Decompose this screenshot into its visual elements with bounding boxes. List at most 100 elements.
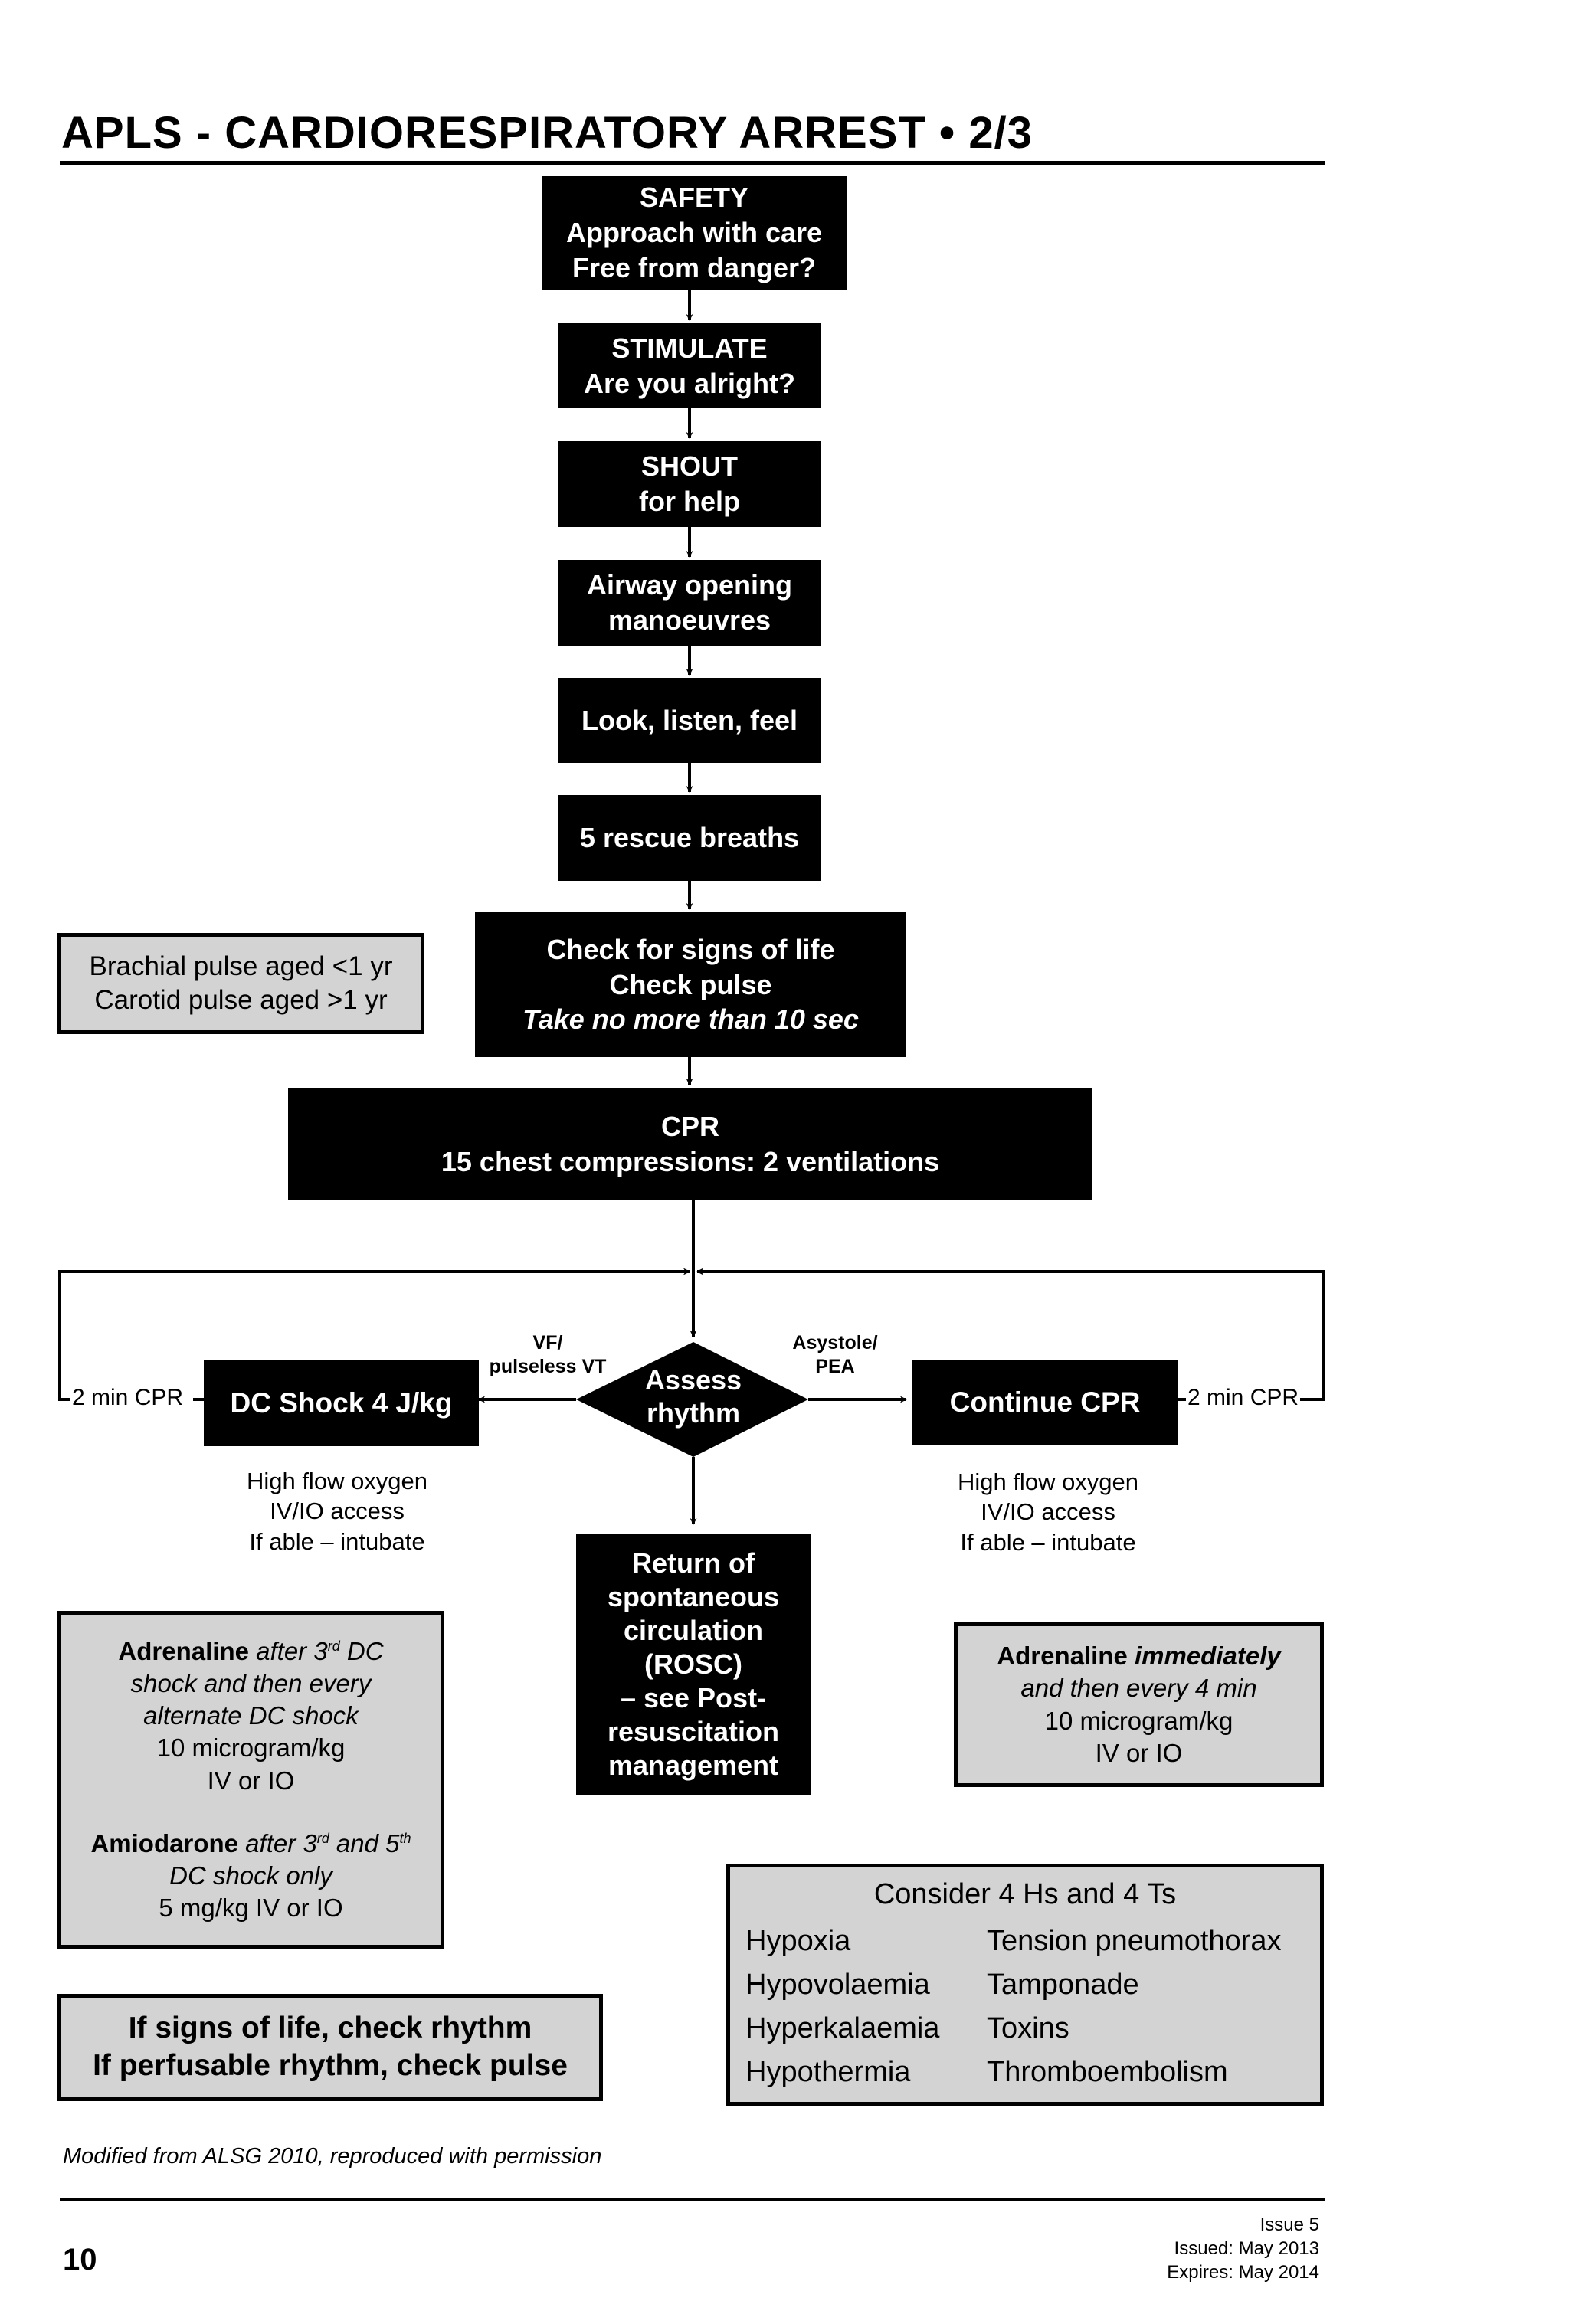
issued-date: Issued: May 2013 bbox=[1174, 2238, 1319, 2260]
adrenaline-left-dc: DC bbox=[339, 1636, 384, 1665]
amiodarone-sup-2: th bbox=[399, 1830, 411, 1846]
adrenaline-right-immediately: immediately bbox=[1127, 1642, 1281, 1671]
shout-box: SHOUT for help bbox=[558, 441, 821, 527]
rosc-line-2: spontaneous bbox=[607, 1581, 779, 1613]
adrenaline-right-name: Adrenaline bbox=[997, 1642, 1128, 1671]
left-note-2: IV/IO access bbox=[270, 1498, 405, 1525]
rosc-line-6: resuscitation bbox=[607, 1715, 780, 1747]
h-item-4: Hypothermia bbox=[745, 2056, 911, 2088]
issue-info: Issue 5 Issued: May 2013 Expires: May 20… bbox=[1073, 2213, 1319, 2285]
safety-heading: SAFETY bbox=[639, 182, 748, 214]
rosc-line-3: circulation bbox=[623, 1615, 764, 1647]
right-notes: High flow oxygen IV/IO access If able – … bbox=[895, 1467, 1201, 1557]
pulse-line-1: Brachial pulse aged <1 yr bbox=[89, 951, 393, 982]
look-listen-feel-text: Look, listen, feel bbox=[581, 704, 798, 736]
safety-line-2: Approach with care bbox=[565, 217, 823, 249]
signs-line-3: Take no more than 10 sec bbox=[522, 1003, 859, 1036]
right-drugs-box: Adrenaline immediately and then every 4 … bbox=[954, 1622, 1324, 1787]
adrenaline-right-line-2: and then every 4 min bbox=[1020, 1674, 1257, 1703]
signs-line-2: Check pulse bbox=[609, 968, 772, 1000]
cpr-heading: CPR bbox=[660, 1110, 719, 1142]
adrenaline-right-route: IV or IO bbox=[1095, 1738, 1183, 1767]
asystole-line-1: Asystole/ bbox=[792, 1332, 878, 1353]
h-item-2: Hypovolaemia bbox=[745, 1969, 930, 2001]
rescue-breaths-box: 5 rescue breaths bbox=[558, 795, 821, 881]
vf-line-1: VF/ bbox=[532, 1332, 563, 1353]
continue-cpr-box: Continue CPR bbox=[912, 1360, 1178, 1445]
rescue-breaths-text: 5 rescue breaths bbox=[579, 822, 800, 854]
continue-cpr-text: Continue CPR bbox=[949, 1386, 1141, 1418]
page-number: 10 bbox=[63, 2243, 97, 2277]
rosc-line-4: (ROSC) bbox=[644, 1648, 742, 1681]
look-listen-feel-box: Look, listen, feel bbox=[558, 678, 821, 763]
adrenaline-left-line-3: alternate DC shock bbox=[143, 1701, 359, 1730]
ts-list: Tension pneumothorax Tamponade Toxins Th… bbox=[987, 1920, 1281, 2094]
title-rule bbox=[60, 161, 1325, 165]
hs-ts-title: Consider 4 Hs and 4 Ts bbox=[873, 1878, 1177, 1910]
t-item-1: Tension pneumothorax bbox=[987, 1925, 1282, 1957]
t-item-2: Tamponade bbox=[987, 1969, 1139, 2001]
left-drugs-box: Adrenaline after 3rd DC shock and then e… bbox=[57, 1611, 444, 1949]
amiodarone-and: and 5 bbox=[329, 1828, 400, 1858]
adrenaline-left-dose: 10 microgram/kg bbox=[156, 1733, 346, 1763]
hs-list: Hypoxia Hypovolaemia Hyperkalaemia Hypot… bbox=[745, 1920, 939, 2094]
adrenaline-left-route: IV or IO bbox=[207, 1766, 295, 1795]
airway-line-2: manoeuvres bbox=[608, 604, 771, 636]
cpr-box: CPR 15 chest compressions: 2 ventilation… bbox=[288, 1088, 1092, 1200]
amiodarone-dose: 5 mg/kg IV or IO bbox=[159, 1894, 343, 1923]
right-note-1: High flow oxygen bbox=[957, 1468, 1139, 1495]
t-item-4: Thromboembolism bbox=[987, 2056, 1228, 2088]
adrenaline-left-name: Adrenaline bbox=[118, 1636, 249, 1665]
shout-heading: SHOUT bbox=[641, 450, 738, 483]
dc-shock-text: DC Shock 4 J/kg bbox=[230, 1386, 453, 1419]
stimulate-line-2: Are you alright? bbox=[583, 367, 796, 399]
rosc-box: Return of spontaneous circulation (ROSC)… bbox=[576, 1534, 811, 1795]
cpr-ratio: 15 chest compressions: 2 ventilations bbox=[441, 1145, 940, 1177]
amiodarone-after: after 3 bbox=[238, 1828, 317, 1858]
stimulate-box: STIMULATE Are you alright? bbox=[558, 323, 821, 408]
check-rhythm-line-2: If perfusable rhythm, check pulse bbox=[93, 2049, 568, 2082]
t-item-3: Toxins bbox=[987, 2012, 1069, 2044]
pulse-line-2: Carotid pulse aged >1 yr bbox=[94, 985, 388, 1015]
adrenaline-left-after: after 3 bbox=[248, 1636, 328, 1665]
left-note-1: High flow oxygen bbox=[246, 1468, 428, 1494]
page-title: APLS - CARDIORESPIRATORY ARREST • 2/3 bbox=[61, 108, 1033, 158]
signs-line-1: Check for signs of life bbox=[546, 933, 835, 965]
right-note-2: IV/IO access bbox=[981, 1498, 1115, 1526]
right-note-3: If able – intubate bbox=[960, 1528, 1136, 1556]
asystole-line-2: PEA bbox=[815, 1356, 855, 1378]
asystole-label: Asystole/ PEA bbox=[774, 1331, 896, 1380]
safety-box: SAFETY Approach with care Free from dang… bbox=[542, 176, 847, 290]
assess-line-1: Assess bbox=[644, 1364, 742, 1396]
dc-shock-box: DC Shock 4 J/kg bbox=[204, 1360, 479, 1446]
issue-number: Issue 5 bbox=[1259, 2214, 1319, 2235]
amiodarone-line-1: Amiodarone after 3rd and 5th bbox=[90, 1828, 411, 1860]
expiry-date: Expires: May 2014 bbox=[1167, 2262, 1319, 2283]
left-note-3: If able – intubate bbox=[249, 1527, 425, 1555]
adrenaline-right-dose: 10 microgram/kg bbox=[1044, 1706, 1233, 1735]
adrenaline-left-line-2: shock and then every bbox=[130, 1668, 372, 1697]
adrenaline-left-sup: rd bbox=[327, 1638, 340, 1654]
left-notes: High flow oxygen IV/IO access If able – … bbox=[184, 1466, 490, 1556]
amiodarone-name: Amiodarone bbox=[90, 1828, 238, 1858]
airway-box: Airway opening manoeuvres bbox=[558, 560, 821, 646]
pulse-info-box: Brachial pulse aged <1 yr Carotid pulse … bbox=[57, 933, 424, 1034]
vf-label: VF/ pulseless VT bbox=[471, 1331, 624, 1380]
rosc-line-1: Return of bbox=[632, 1547, 755, 1579]
two-min-cpr-left: 2 min CPR bbox=[70, 1385, 185, 1411]
check-rhythm-line-1: If signs of life, check rhythm bbox=[128, 2011, 532, 2045]
airway-line-1: Airway opening bbox=[586, 569, 793, 601]
two-min-cpr-right: 2 min CPR bbox=[1186, 1385, 1301, 1411]
h-item-1: Hypoxia bbox=[745, 1925, 851, 1957]
check-rhythm-box: If signs of life, check rhythm If perfus… bbox=[57, 1994, 603, 2101]
adrenaline-right-line-1: Adrenaline immediately bbox=[997, 1640, 1280, 1672]
amiodarone-line-2: DC shock only bbox=[169, 1861, 332, 1890]
assess-rhythm-label: Assess rhythm bbox=[613, 1363, 774, 1429]
stimulate-heading: STIMULATE bbox=[611, 332, 768, 364]
amiodarone-sup-1: rd bbox=[316, 1830, 329, 1846]
adrenaline-left-line-1: Adrenaline after 3rd DC bbox=[118, 1635, 383, 1668]
assess-diamond bbox=[576, 1342, 808, 1457]
assess-line-2: rhythm bbox=[646, 1397, 740, 1429]
h-item-3: Hyperkalaemia bbox=[745, 2012, 940, 2044]
rosc-line-7: management bbox=[608, 1749, 779, 1781]
